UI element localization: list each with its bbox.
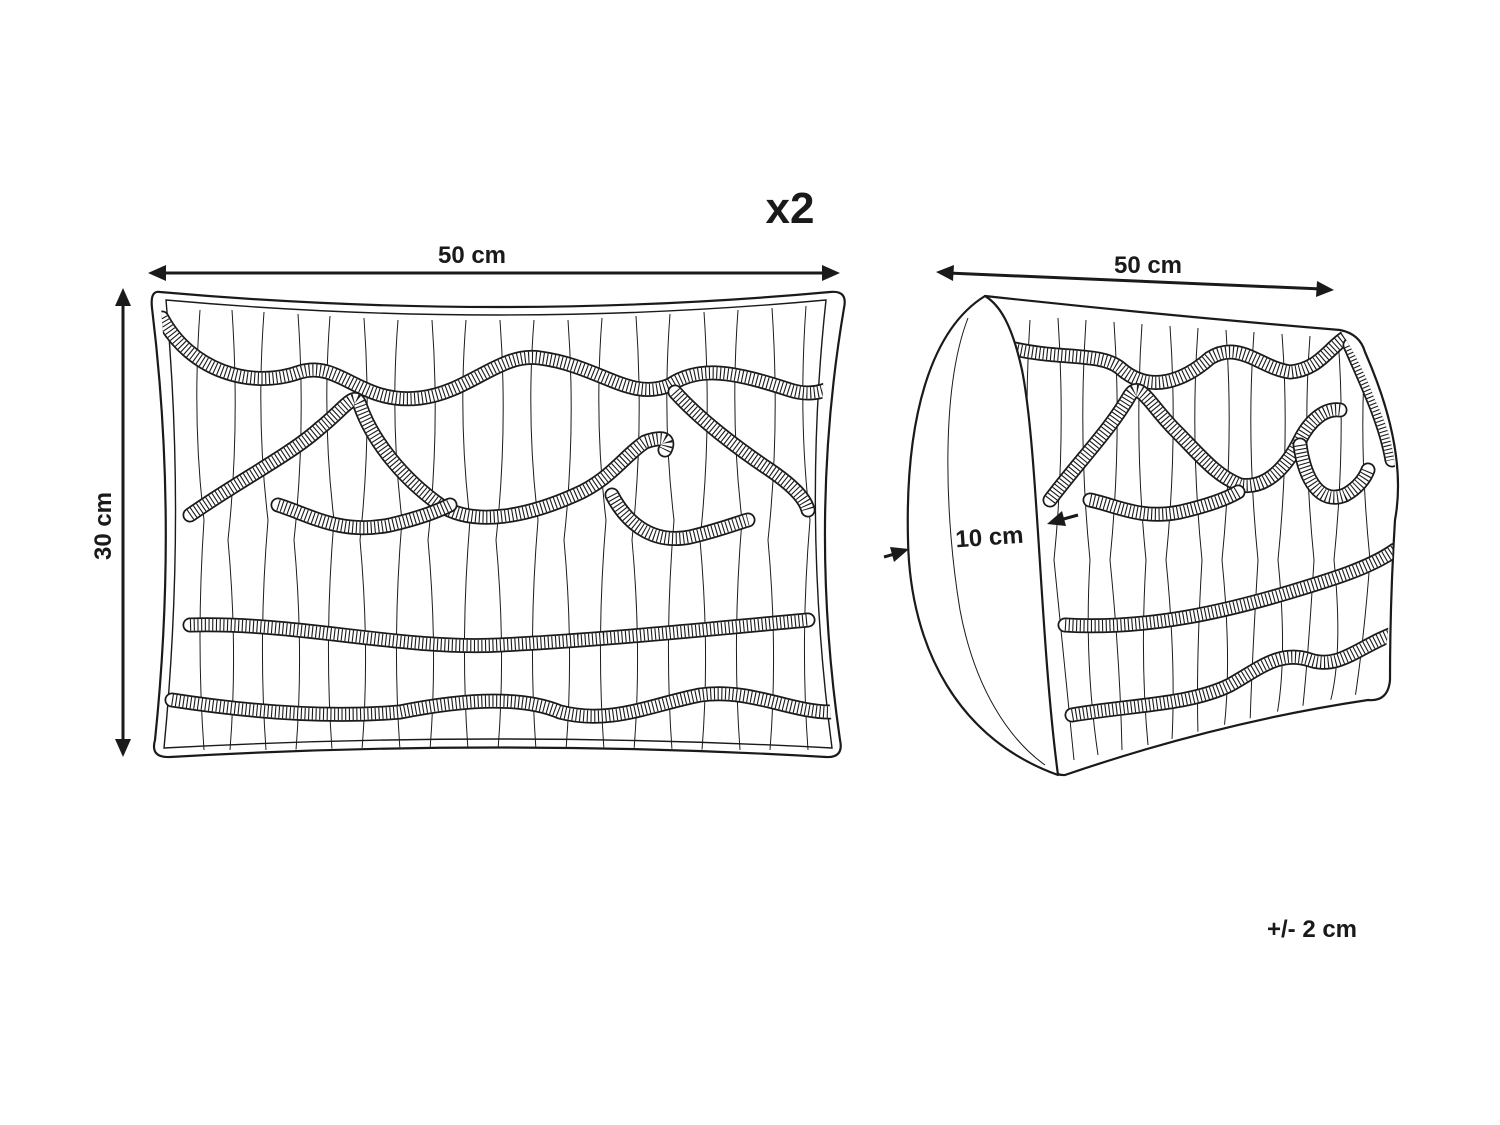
front-pillow-outline [150,290,846,759]
front-width-label: 50 cm [438,242,506,269]
side-cord-decoration [1002,327,1396,723]
quantity-label: x2 [766,184,815,233]
side-view: 50 cm [883,252,1400,777]
front-view: 50 cm 30 cm [90,242,846,759]
side-width-label: 50 cm [1114,252,1182,279]
front-piping [163,299,833,749]
side-depth-label: 10 cm [955,522,1025,554]
side-depth-dimension: 10 cm [883,511,1079,562]
front-height-dimension: 30 cm [90,288,131,757]
front-cord-decoration [158,310,835,724]
tolerance-label: +/- 2 cm [1267,916,1357,943]
side-width-dimension: 50 cm [936,252,1334,297]
side-gusset-panel [906,294,1060,777]
front-width-dimension: 50 cm [148,242,840,281]
front-height-label: 30 cm [90,492,117,560]
side-gusset-seam [947,317,1046,766]
